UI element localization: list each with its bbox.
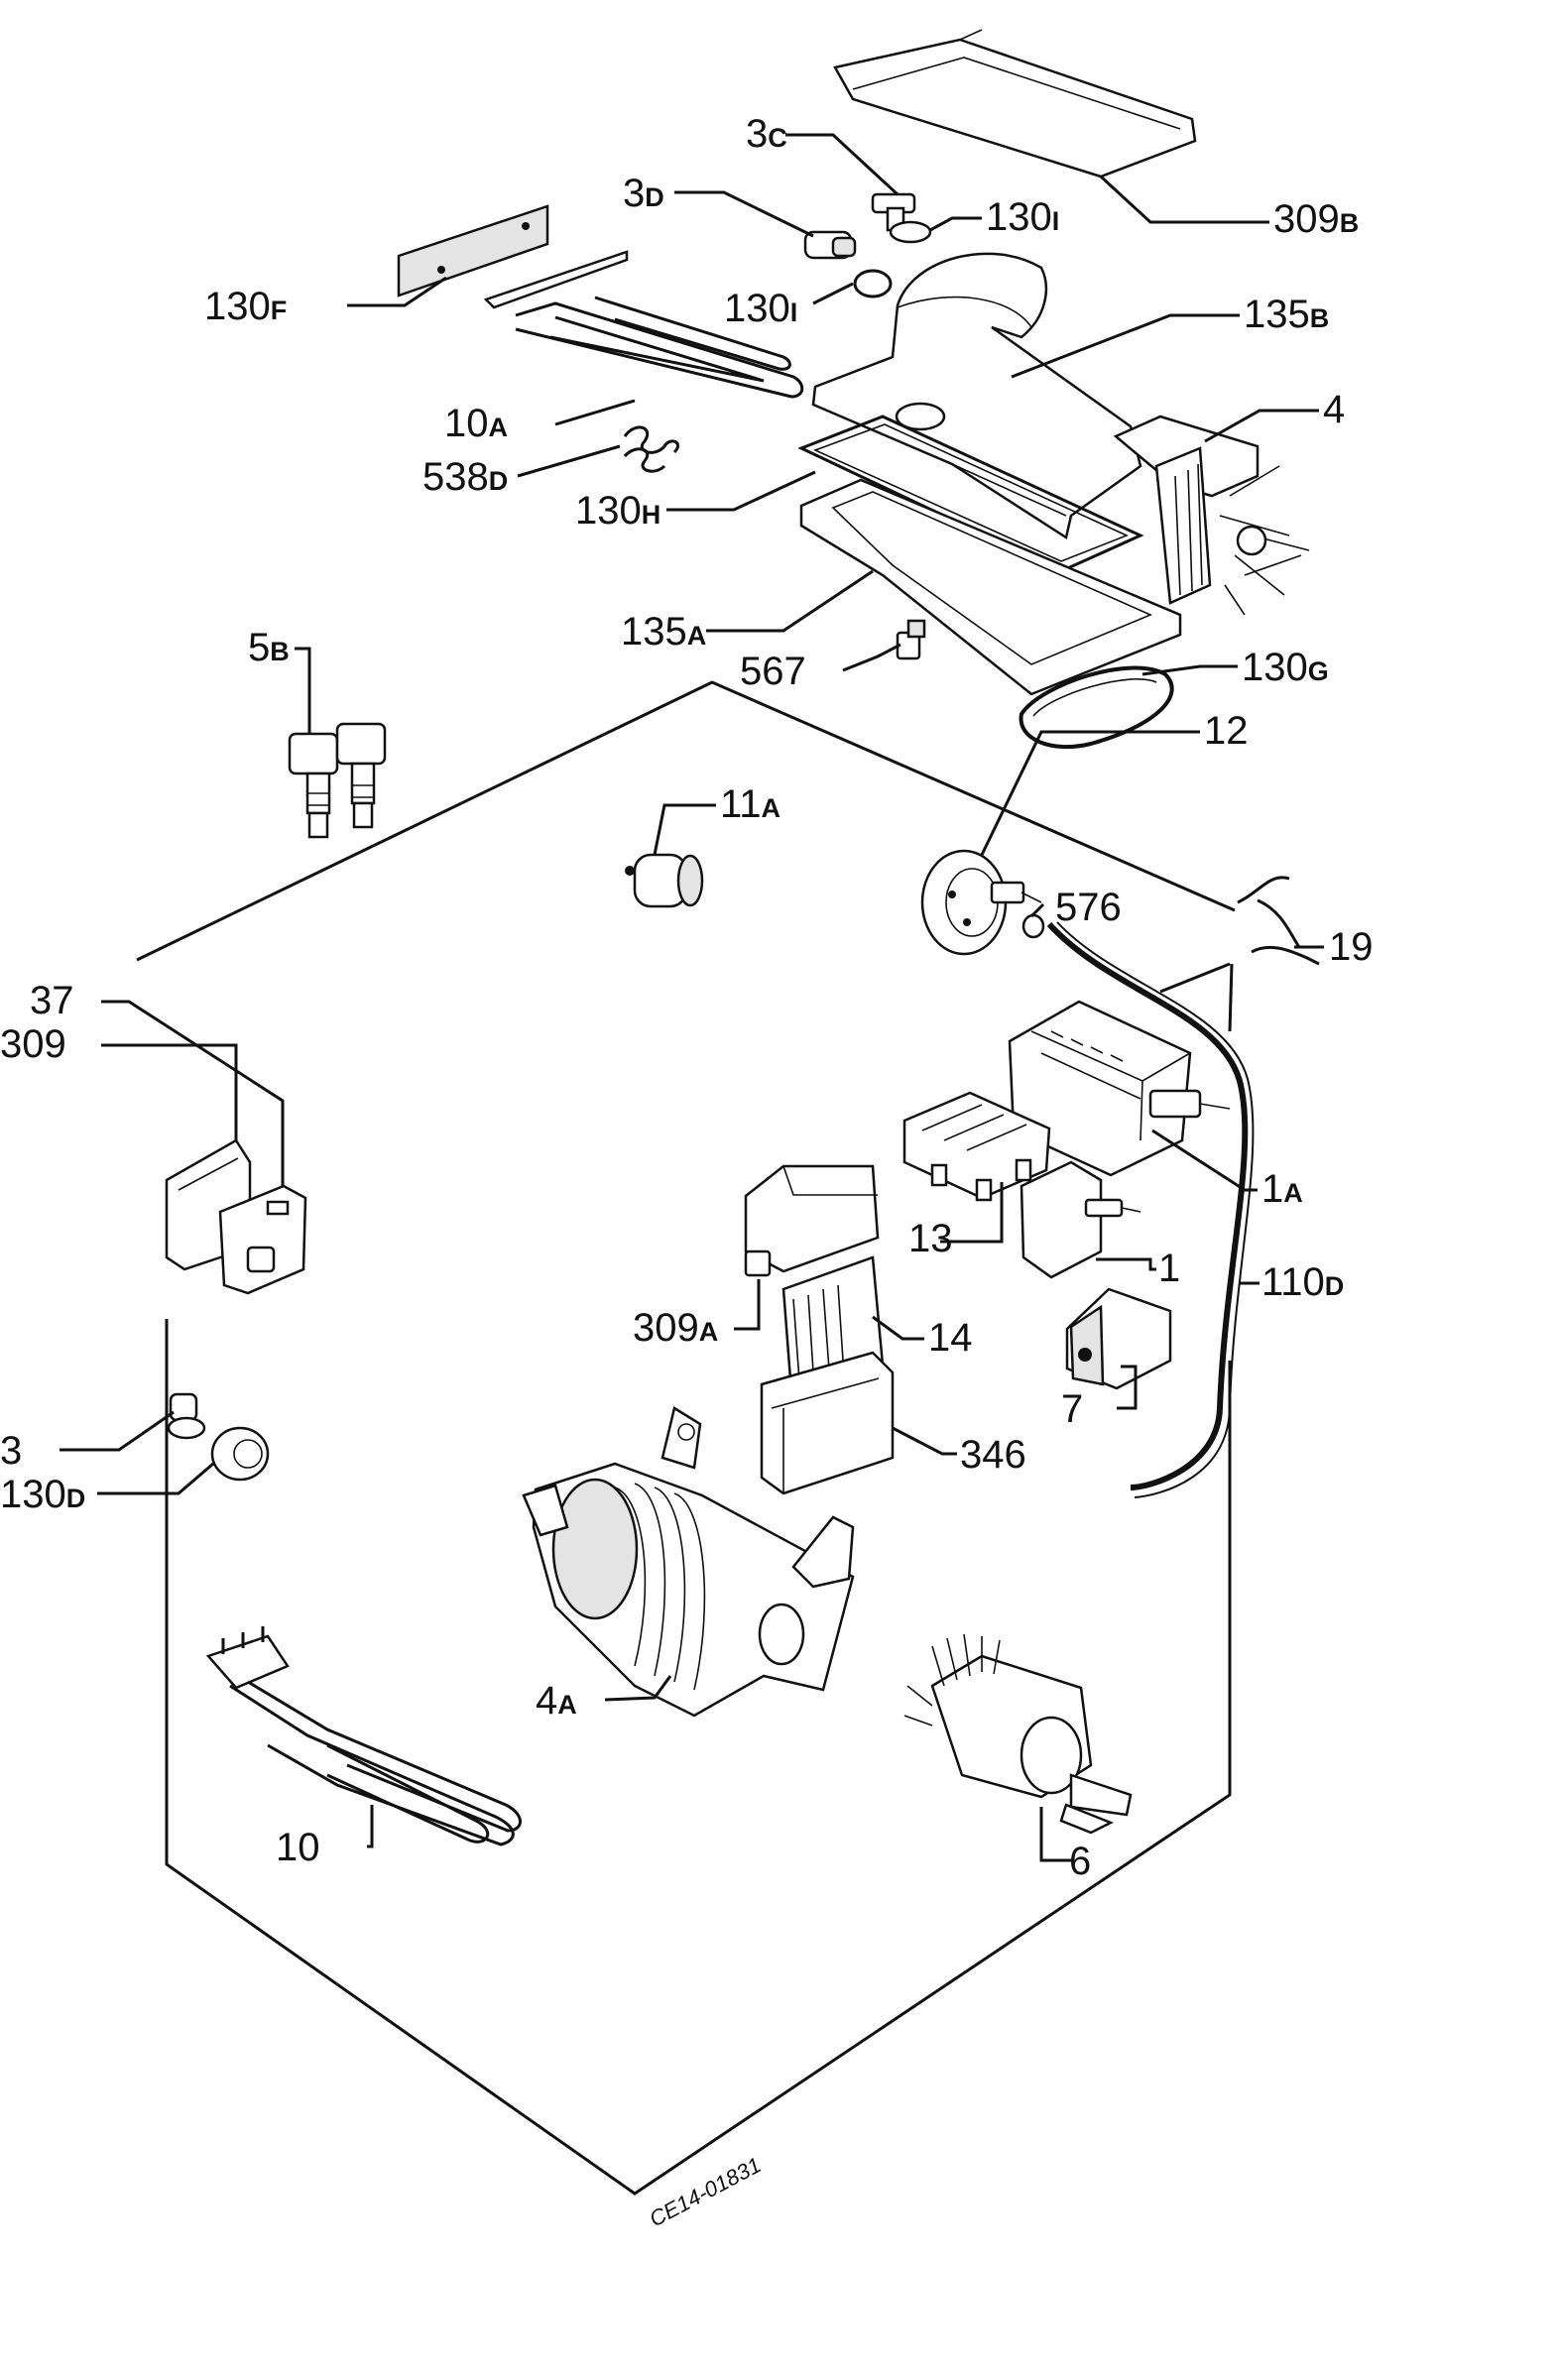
label-538D: 538D <box>422 455 508 499</box>
seal-130i-lower <box>853 269 893 298</box>
drive-motor-4a <box>522 1406 855 1718</box>
label-130F: 130F <box>204 285 287 328</box>
label-37: 37 <box>30 979 74 1022</box>
label-7: 7 <box>1061 1387 1083 1431</box>
label-4: 4 <box>1323 388 1345 431</box>
label-1A: 1A <box>1261 1167 1303 1211</box>
label-4A: 4A <box>536 1679 577 1723</box>
water-valve-5b <box>288 722 387 839</box>
nut-576 <box>1021 913 1045 939</box>
clip-567 <box>896 619 926 660</box>
clip-538d <box>623 425 679 473</box>
label-19: 19 <box>1329 925 1374 969</box>
label-135A: 135A <box>621 610 706 654</box>
filter-housing-346 <box>760 1351 895 1495</box>
label-130I-lower: 130I <box>724 287 797 330</box>
label-14: 14 <box>928 1316 973 1360</box>
thermostat-3d <box>803 230 857 260</box>
pressure-switch-12 <box>920 849 1042 956</box>
label-309: 309 <box>0 1022 66 1066</box>
plate-130f <box>397 204 549 298</box>
label-130D: 130D <box>0 1473 85 1516</box>
fan-motor-4 <box>1113 415 1310 616</box>
capacitor-11a <box>625 853 704 908</box>
label-6: 6 <box>1069 1840 1091 1883</box>
label-3: 3 <box>0 1429 22 1473</box>
heating-element-10a <box>483 250 804 399</box>
label-12: 12 <box>1204 709 1249 753</box>
label-13: 13 <box>908 1217 953 1260</box>
leader-lines <box>60 133 1324 1862</box>
part-labels: 309B 3C 3D 130I 130I 130F 135B 4 10A 538… <box>0 112 1374 1883</box>
label-135B: 135B <box>1244 293 1329 336</box>
label-309B: 309B <box>1273 197 1359 241</box>
label-130G: 130G <box>1242 646 1329 689</box>
filter-cover-309a <box>744 1164 880 1277</box>
base-135a <box>799 478 1182 696</box>
grommet-130d <box>210 1426 270 1482</box>
label-10A: 10A <box>444 402 508 445</box>
label-1: 1 <box>1158 1247 1180 1290</box>
top-cover-309b <box>833 29 1197 178</box>
selector-switch-1 <box>1020 1160 1141 1279</box>
thermostat-3 <box>167 1392 206 1440</box>
switch-block-13 <box>902 1091 1051 1202</box>
door-lock-7 <box>1065 1287 1172 1390</box>
label-567: 567 <box>740 650 806 693</box>
label-130H: 130H <box>575 489 660 533</box>
label-346: 346 <box>960 1433 1026 1477</box>
seal-130i-upper <box>889 220 932 244</box>
label-11A: 11A <box>720 782 780 826</box>
heating-element-10 <box>205 1626 522 1846</box>
label-309A: 309A <box>633 1306 718 1350</box>
label-3D: 3D <box>623 172 664 215</box>
label-110D: 110D <box>1261 1260 1344 1304</box>
drawing-reference-code: CE14-01831 <box>646 2152 766 2231</box>
label-3C: 3C <box>746 112 787 156</box>
drain-pump-6 <box>903 1633 1133 1835</box>
hose-110d <box>1046 921 1255 1498</box>
label-576: 576 <box>1055 886 1122 929</box>
cabinet-outline <box>136 680 1236 2196</box>
wire-harness-19 <box>1237 876 1324 966</box>
label-10: 10 <box>276 1826 320 1869</box>
label-5B: 5B <box>248 626 290 669</box>
label-130I-upper: 130I <box>986 195 1059 239</box>
programme-timer-1a <box>1008 1000 1231 1177</box>
air-duct-135b <box>811 252 1142 540</box>
gasket-130g <box>1019 665 1174 750</box>
